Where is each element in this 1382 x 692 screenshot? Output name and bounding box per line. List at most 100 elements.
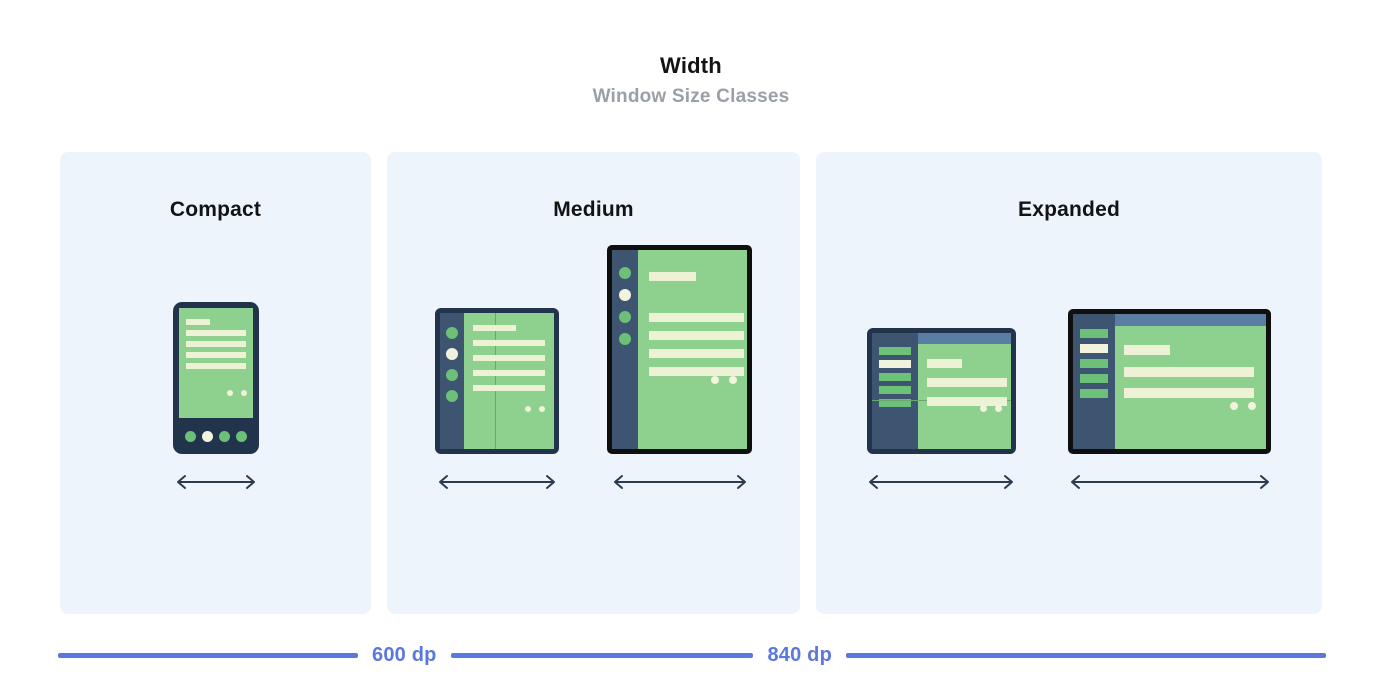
content-dot: [1248, 402, 1257, 410]
page-title: Width: [660, 53, 722, 78]
nav-rail: [612, 250, 638, 449]
content-dot: [729, 376, 737, 384]
content-line: [649, 313, 744, 322]
device-group-foldable-landscape: [865, 328, 1017, 492]
size-class-panels: Compact: [60, 152, 1322, 614]
content-lines: [1124, 345, 1255, 403]
device-group-tablet-portrait: [607, 245, 752, 492]
foldable-screen: [871, 333, 1011, 449]
nav-dot: [218, 431, 230, 442]
breakpoint-ruler: 600 dp 840 dp: [58, 640, 1326, 670]
nav-sidebar: [1073, 314, 1116, 449]
rail-dot: [446, 390, 458, 402]
content-dots: [711, 376, 737, 384]
device-foldable-landscape: [866, 328, 1016, 454]
page-subtitle: Window Size Classes: [592, 86, 790, 107]
sidebar-item: [1080, 329, 1109, 338]
width-arrow-foldable-portrait: [435, 472, 559, 492]
sidebar-item-active: [1080, 344, 1109, 353]
rail-dot: [619, 267, 631, 279]
content-line: [185, 319, 210, 325]
resize-arrow-icon: [173, 474, 259, 490]
sidebar-item: [878, 373, 911, 381]
tablet-body: [612, 250, 747, 449]
content-line: [473, 385, 545, 391]
content-dot: [539, 406, 545, 412]
ruler-segment-expanded: [846, 652, 1326, 658]
nav-dot-active: [201, 431, 213, 442]
sidebar-item: [1080, 359, 1109, 368]
content-line: [473, 340, 545, 346]
panel-compact: Compact: [60, 152, 371, 614]
panel-expanded: Expanded: [816, 152, 1322, 614]
content-line: [185, 363, 246, 369]
content-line: [926, 378, 1007, 387]
device-stage-expanded: [816, 272, 1322, 492]
content-dots: [1230, 402, 1257, 410]
content-line: [1124, 345, 1170, 355]
content-lines: [185, 319, 246, 374]
tablet-body: [1073, 314, 1267, 449]
content-dot: [1230, 402, 1239, 410]
sidebar-item: [1080, 374, 1109, 383]
breakpoint-label-600: 600 dp: [372, 643, 437, 666]
content-dots: [525, 406, 545, 412]
nav-rail: [440, 313, 464, 449]
content-lines: [926, 359, 1007, 411]
device-group-phone: [172, 302, 259, 492]
sidebar-item: [878, 399, 911, 407]
sidebar-item: [878, 347, 911, 355]
content-line: [185, 352, 246, 358]
content-line: [926, 359, 963, 368]
fold-seam: [494, 313, 496, 449]
device-stage-medium: [387, 245, 800, 492]
content-dot: [240, 390, 247, 396]
content-line: [649, 349, 744, 358]
content-line: [649, 272, 696, 281]
foldable-screen: [464, 313, 554, 449]
tablet-screen: [1115, 314, 1267, 449]
device-phone-portrait: [172, 302, 259, 454]
panel-label-expanded: Expanded: [1018, 198, 1120, 221]
app-topbar: [917, 333, 1011, 344]
content-dot: [226, 390, 233, 396]
width-arrow-phone: [173, 472, 259, 492]
content-line: [1124, 388, 1255, 398]
panel-label-compact: Compact: [169, 198, 262, 221]
content-dot: [979, 405, 987, 412]
width-arrow-tablet-portrait: [610, 472, 750, 492]
device-tablet-landscape: [1068, 309, 1272, 454]
content-line: [649, 331, 744, 340]
content-line: [473, 355, 545, 361]
phone-bottom-navbar: [179, 424, 253, 449]
sidebar-item: [1080, 389, 1109, 398]
content-dots: [979, 405, 1002, 412]
nav-dot: [184, 431, 196, 442]
rail-dot: [619, 333, 631, 345]
ruler-segment-medium: [450, 652, 754, 658]
resize-arrow-icon: [865, 474, 1017, 490]
panel-medium: Medium: [387, 152, 800, 614]
resize-arrow-icon: [610, 474, 750, 490]
sidebar-item: [878, 386, 911, 394]
nav-sidebar: [871, 333, 918, 449]
content-line: [649, 367, 744, 376]
content-line: [1124, 367, 1255, 377]
width-arrow-foldable-landscape: [865, 472, 1017, 492]
rail-dot: [446, 369, 458, 381]
content-line: [926, 397, 1007, 406]
content-line: [473, 325, 517, 331]
content-lines: [649, 272, 734, 291]
nav-dot: [235, 431, 247, 442]
phone-screen: [178, 308, 253, 418]
content-line: [185, 330, 246, 336]
ruler-segment-compact: [58, 652, 358, 658]
device-stage-compact: [60, 272, 371, 492]
rail-dot: [446, 327, 458, 339]
panel-label-medium: Medium: [553, 198, 634, 221]
diagram-header: Width Window Size Classes: [0, 52, 1382, 110]
breakpoint-label-840: 840 dp: [767, 643, 832, 666]
tablet-screen: [638, 250, 747, 449]
device-foldable-portrait: [435, 308, 559, 454]
